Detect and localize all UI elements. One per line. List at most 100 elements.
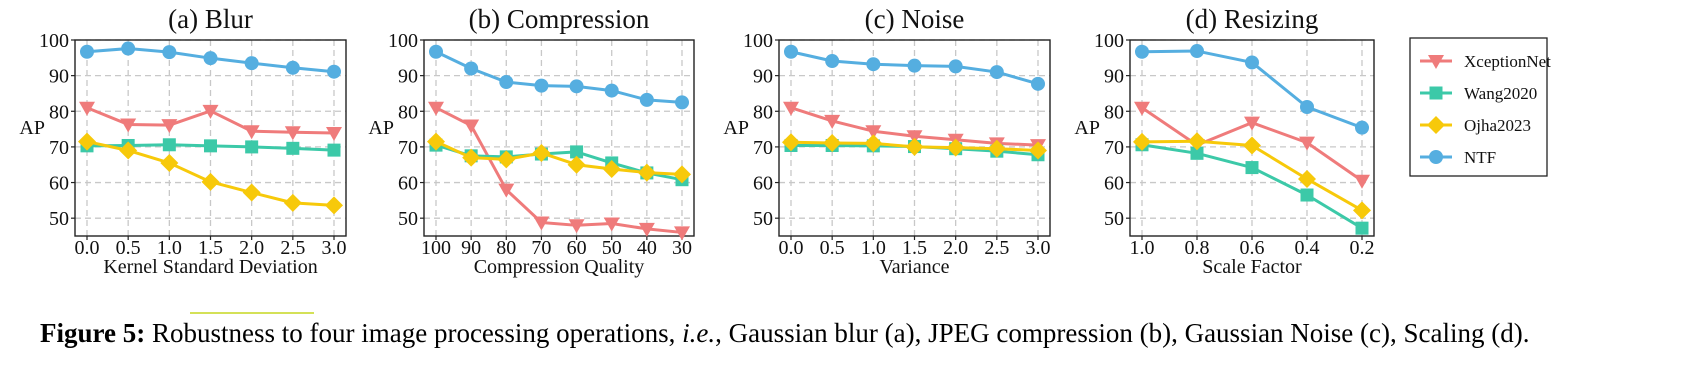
legend-label-xceptionnet: XceptionNet [1464,52,1551,71]
legend-label-ojha2023: Ojha2023 [1464,116,1531,135]
x-tick-label: 2.5 [280,237,305,259]
legend-marker-xceptionnet [1428,55,1444,69]
x-tick-label: 100 [421,237,451,259]
y-tick-label: 90 [49,66,69,88]
x-tick-label: 0.5 [116,237,141,259]
x-tick-label: 0.6 [1240,237,1265,259]
y-axis-label: AP [19,117,45,139]
y-tick-label: 90 [398,66,418,88]
x-tick-label: 70 [531,237,551,259]
data-point-ojha2023 [427,132,445,151]
data-point-xceptionnet [161,119,178,134]
data-point-ojha2023 [673,165,691,184]
y-tick-label: 90 [753,66,773,88]
data-point-ntf [203,51,218,66]
x-tick-label: 1.5 [902,237,927,259]
data-point-wang2020 [245,140,259,154]
x-tick-label: 2.0 [943,237,968,259]
data-point-ntf [1300,99,1314,114]
y-tick-label: 50 [753,208,773,230]
data-point-ntf [1135,44,1149,59]
data-point-ojha2023 [905,137,924,156]
data-point-ojha2023 [1243,136,1261,155]
y-tick-label: 100 [388,30,418,52]
figure-caption: Figure 5: Robustness to four image proce… [40,312,1680,349]
data-point-xceptionnet [783,101,799,116]
data-point-xceptionnet [1299,136,1315,151]
x-tick-label: 2.0 [239,237,264,259]
data-point-wang2020 [570,145,584,159]
x-tick-label: 1.5 [198,237,223,259]
x-tick-label: 90 [461,237,481,259]
y-tick-label: 70 [1104,137,1124,159]
y-axis-label: AP [368,117,394,139]
data-point-ojha2023 [462,148,481,167]
chart-title: (a) Blur [168,4,253,34]
data-point-xceptionnet [1134,101,1150,116]
data-point-ntf [327,64,341,79]
data-point-xceptionnet [498,183,515,198]
x-tick-label: 80 [496,237,516,259]
data-point-xceptionnet [326,127,342,142]
legend-label-wang2020: Wang2020 [1464,84,1537,103]
data-point-xceptionnet [674,226,690,241]
plot-frame [423,39,695,237]
data-point-xceptionnet [824,114,841,129]
data-point-ojha2023 [1353,201,1371,220]
data-point-ojha2023 [119,141,138,160]
data-point-ojha2023 [532,143,551,162]
data-point-ojha2023 [823,133,842,152]
data-point-ojha2023 [1029,141,1047,160]
data-point-wang2020 [1245,161,1259,175]
data-point-xceptionnet [568,219,585,234]
data-point-xceptionnet [428,101,444,116]
x-tick-label: 0.4 [1295,237,1320,259]
data-point-xceptionnet [533,216,550,231]
data-point-ojha2023 [1133,132,1151,151]
x-tick-label: 1.0 [861,237,886,259]
legend-marker-ntf [1429,150,1443,164]
x-tick-label: 3.0 [1026,237,1051,259]
data-point-ojha2023 [987,139,1006,158]
data-point-ntf [907,58,922,73]
y-tick-label: 60 [1104,173,1124,195]
data-point-ojha2023 [1298,169,1316,188]
data-point-xceptionnet [865,125,882,140]
x-axis-label: Compression Quality [474,256,645,278]
caption-text: Robustness to four image processing oper… [145,318,683,348]
data-point-ntf [464,61,479,76]
x-tick-label: 0.0 [75,237,100,259]
y-tick-label: 90 [1104,66,1124,88]
data-point-xceptionnet [1354,174,1370,189]
x-axis-label: Kernel Standard Deviation [103,256,317,278]
data-point-ntf [534,78,549,93]
y-tick-label: 70 [398,137,418,159]
y-tick-label: 60 [49,173,69,195]
x-tick-label: 30 [672,237,692,259]
data-point-ntf [948,59,963,74]
y-tick-label: 80 [1104,101,1124,123]
y-tick-label: 60 [398,173,418,195]
y-tick-label: 80 [398,101,418,123]
x-tick-label: 0.0 [779,237,804,259]
data-point-xceptionnet [1244,116,1260,131]
series-line-xceptionnet [435,106,683,234]
y-tick-label: 80 [49,101,69,123]
data-point-ntf [162,45,177,60]
data-point-xceptionnet [243,125,260,140]
x-axis-label: Scale Factor [1202,256,1302,278]
data-point-ntf [429,44,443,59]
y-tick-label: 100 [1094,30,1124,52]
chart-title: (c) Noise [865,4,965,34]
data-point-ojha2023 [637,163,656,182]
caption-rest: , Gaussian blur (a), JPEG compression (b… [715,318,1530,348]
data-point-ntf [1355,120,1369,135]
y-tick-label: 70 [49,137,69,159]
data-point-xceptionnet [284,126,301,141]
data-point-ojha2023 [201,172,220,191]
x-tick-label: 3.0 [322,237,347,259]
